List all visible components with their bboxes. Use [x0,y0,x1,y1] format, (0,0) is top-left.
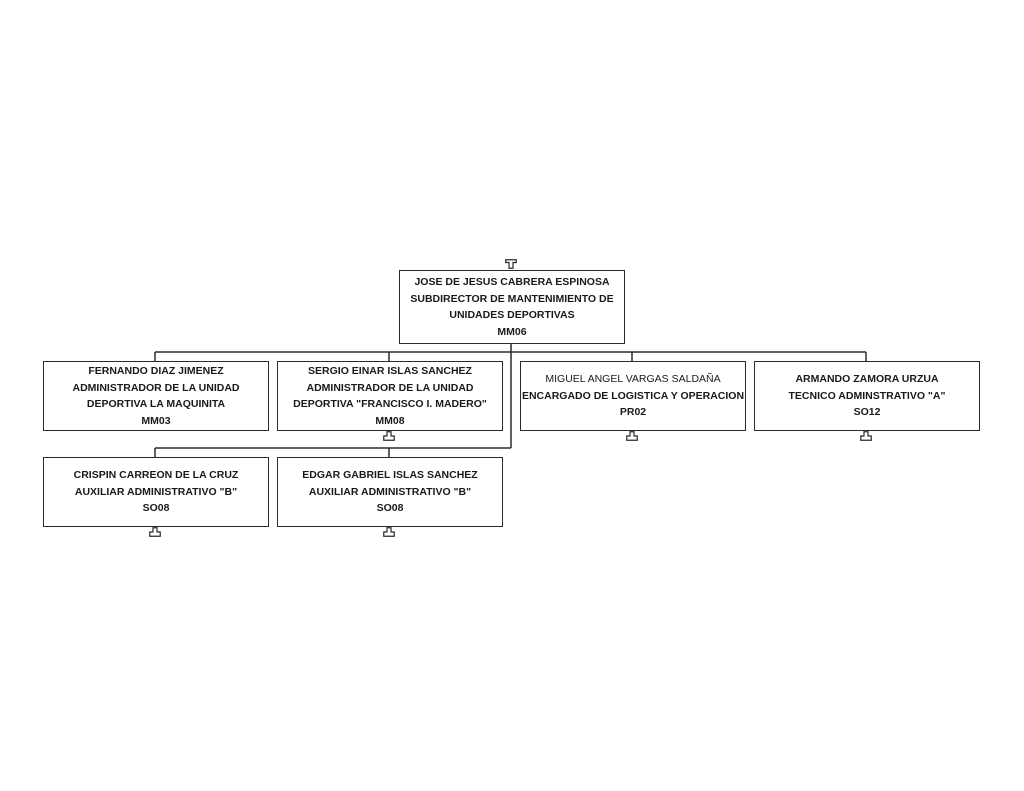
node-armando[interactable]: ARMANDO ZAMORA URZUA TECNICO ADMINSTRATI… [754,361,980,431]
node-edgar-code: SO08 [376,502,404,515]
node-miguel-title-1: ENCARGADO DE LOGISTICA Y OPERACION [521,389,745,402]
node-crispin-code: SO08 [142,502,170,515]
expand-down-icon[interactable] [383,431,395,441]
node-crispin-title-1: AUXILIAR ADMINISTRATIVO "B" [74,485,238,498]
node-edgar[interactable]: EDGAR GABRIEL ISLAS SANCHEZ AUXILIAR ADM… [277,457,503,527]
node-sergio[interactable]: SERGIO EINAR ISLAS SANCHEZ ADMINISTRADOR… [277,361,503,431]
node-armando-code: SO12 [853,406,881,419]
node-sergio-title-1: ADMINISTRADOR DE LA UNIDAD [306,381,474,394]
expand-down-icon[interactable] [626,431,638,441]
node-armando-title-1: TECNICO ADMINSTRATIVO "A" [788,389,946,402]
node-root[interactable]: JOSE DE JESUS CABRERA ESPINOSA SUBDIRECT… [399,270,625,344]
node-miguel[interactable]: MIGUEL ANGEL VARGAS SALDAÑA ENCARGADO DE… [520,361,746,431]
node-miguel-name: MIGUEL ANGEL VARGAS SALDAÑA [545,373,721,386]
node-sergio-name: SERGIO EINAR ISLAS SANCHEZ [308,365,472,377]
node-fernando-title-2: DEPORTIVA LA MAQUINITA [86,398,226,410]
node-miguel-code: PR02 [619,406,647,419]
node-crispin-name: CRISPIN CARREON DE LA CRUZ [73,469,239,482]
node-crispin[interactable]: CRISPIN CARREON DE LA CRUZ AUXILIAR ADMI… [43,457,269,527]
node-edgar-title-1: AUXILIAR ADMINISTRATIVO "B" [308,485,472,498]
node-fernando-code: MM03 [141,414,171,427]
node-fernando[interactable]: FERNANDO DIAZ JIMENEZ ADMINISTRADOR DE L… [43,361,269,431]
node-fernando-name: FERNANDO DIAZ JIMENEZ [88,365,224,377]
expand-down-icon[interactable] [860,431,872,441]
expand-down-icon[interactable] [383,527,395,537]
node-sergio-title-2: DEPORTIVA "FRANCISCO I. MADERO" [293,398,487,410]
node-root-code: MM06 [497,325,527,338]
expand-down-icon[interactable] [149,527,161,537]
node-fernando-title-1: ADMINISTRADOR DE LA UNIDAD [72,381,240,394]
node-armando-name: ARMANDO ZAMORA URZUA [795,373,939,386]
node-root-title-1: SUBDIRECTOR DE MANTENIMIENTO DE [410,292,614,305]
node-edgar-name: EDGAR GABRIEL ISLAS SANCHEZ [302,469,478,482]
node-sergio-code: MM08 [375,414,405,427]
node-root-name: JOSE DE JESUS CABRERA ESPINOSA [414,276,610,288]
expand-up-icon[interactable] [505,259,517,269]
node-root-title-2: UNIDADES DEPORTIVAS [449,309,575,321]
